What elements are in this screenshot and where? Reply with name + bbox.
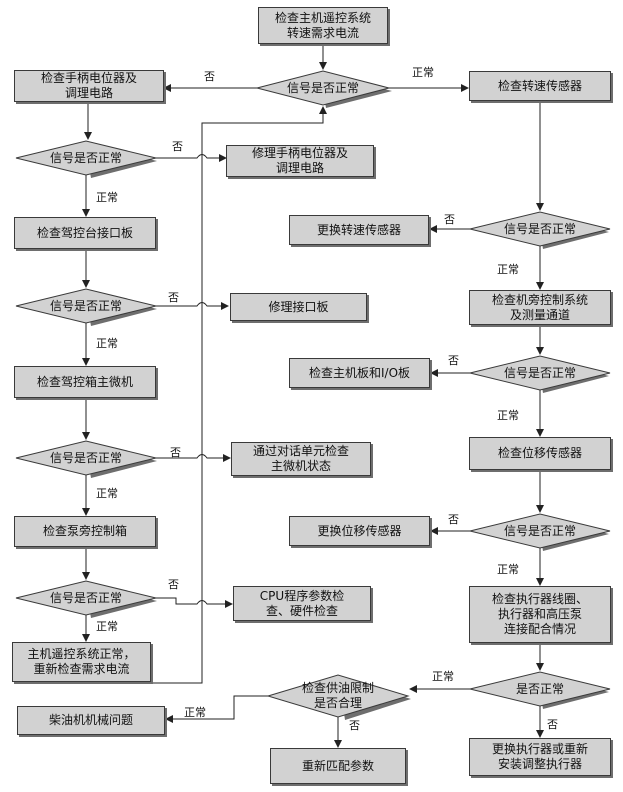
decision-left-2-shape [15, 288, 157, 326]
process-diesel-mechanical: 柴油机机械问题 [17, 706, 165, 735]
process-dialog-check: 通过对话单元检查 主微机状态 [231, 442, 371, 476]
decision-right-2: 信号是否正常 [503, 365, 576, 380]
label-dl3-no: 否 [170, 446, 181, 459]
process-fix-interface: 修理接口板 [230, 293, 367, 321]
decision-left-3: 信号是否正常 [49, 450, 122, 465]
label-dl4-no: 否 [168, 578, 179, 591]
label-dr1-no: 否 [444, 213, 455, 226]
process-check-displacement-sensor: 检查位移传感器 [469, 437, 611, 470]
decision-left-1-shape [15, 140, 157, 178]
process-rematch-params: 重新匹配参数 [270, 748, 406, 784]
edge-dl4-no [156, 597, 233, 608]
process-replace-displacement-sensor: 更换位移传感器 [289, 516, 430, 546]
process-check-pump-box: 检查泵旁控制箱 [14, 516, 156, 547]
process-check-bridge-mcu: 检查驾控箱主微机 [14, 366, 156, 398]
label-dfuel-no: 否 [349, 719, 360, 732]
label-dr4-no: 否 [547, 718, 558, 731]
decision-left-3-shape [15, 440, 157, 478]
label-dr2-normal: 正常 [497, 409, 519, 422]
decision-top: 信号是否正常 [286, 80, 359, 95]
decision-fuel-limit: 检查供油限制 是否合理 [301, 681, 374, 710]
label-dl1-no: 否 [172, 140, 183, 153]
process-check-handle: 检查手柄电位器及 调理电路 [14, 70, 164, 102]
decision-right-1-shape [469, 211, 611, 249]
edge-dl1-no [156, 154, 227, 162]
decision-right-3: 信号是否正常 [503, 523, 576, 538]
label-dl2-normal: 正常 [96, 337, 118, 350]
label-dr4-normal: 正常 [432, 670, 454, 683]
decision-right-4-shape [469, 671, 611, 709]
process-fix-handle: 修理手柄电位器及 调理电路 [226, 145, 374, 177]
decision-fuel-shape [266, 674, 411, 720]
edge-return-loop [150, 106, 327, 684]
label-dfuel-normal: 正常 [184, 706, 206, 719]
decision-left-1: 信号是否正常 [49, 150, 122, 165]
process-check-actuator: 检查执行器线圈、 执行器和高压泵 连接配合情况 [469, 586, 611, 643]
process-cpu-check: CPU程序参数检 查、硬件检查 [233, 586, 371, 621]
process-check-engine-control: 检查机旁控制系统 及测量通道 [469, 290, 611, 325]
process-check-main-io: 检查主机板和I/O板 [289, 358, 430, 388]
decision-left-4: 信号是否正常 [49, 590, 122, 605]
decision-left-2: 信号是否正常 [49, 298, 122, 313]
edge-dl3-no [156, 454, 231, 462]
process-replace-actuator: 更换执行器或重新 安装调整执行器 [469, 738, 611, 776]
label-dl4-normal: 正常 [96, 620, 118, 633]
label-dl3-normal: 正常 [96, 487, 118, 500]
decision-right-4: 是否正常 [515, 681, 564, 696]
label-dr3-normal: 正常 [497, 563, 519, 576]
label-dr1-normal: 正常 [497, 263, 519, 276]
decision-right-2-shape [469, 355, 611, 393]
label-dtop-no: 否 [204, 70, 215, 83]
label-dr3-no: 否 [448, 513, 459, 526]
decision-right-3-shape [469, 513, 611, 551]
process-check-bridge-interface: 检查驾控台接口板 [14, 217, 156, 249]
label-dl2-no: 否 [168, 291, 179, 304]
edge-dl2-no [156, 302, 229, 310]
label-dtop-normal: 正常 [412, 66, 434, 79]
process-replace-speed-sensor: 更换转速传感器 [289, 215, 429, 245]
label-dl1-normal: 正常 [96, 191, 118, 204]
process-start: 检查主机遥控系统 转速需求电流 [258, 7, 388, 44]
process-check-speed-sensor: 检查转速传感器 [469, 71, 611, 101]
label-dr2-no: 否 [448, 354, 459, 367]
process-main-ok: 主机遥控系统正常， 重新检查需求电流 [12, 642, 151, 682]
decision-right-1: 信号是否正常 [503, 221, 576, 236]
decision-left-4-shape [15, 580, 157, 618]
edge-dfuel-normal [165, 695, 268, 723]
